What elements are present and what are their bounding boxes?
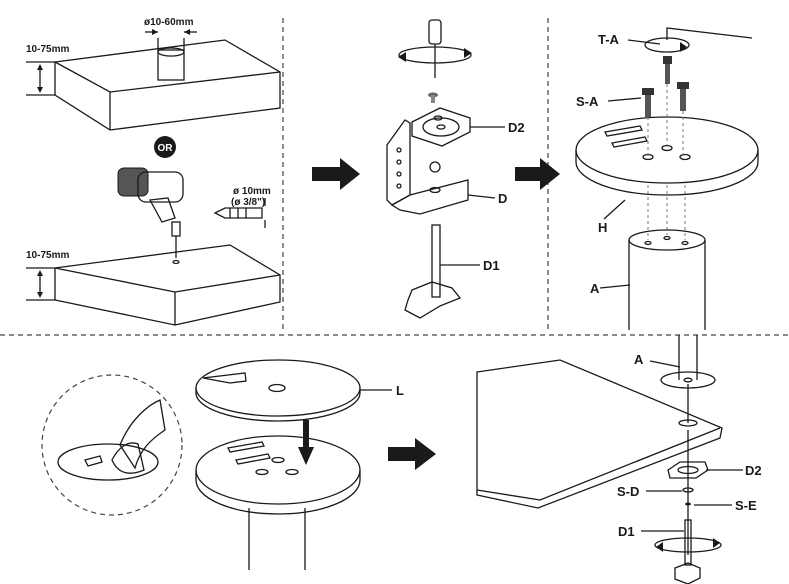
drill-bit-size-indicator: ø 10mm (ø 3/8") — [213, 186, 271, 228]
small-screw-icon — [428, 92, 438, 103]
desk-slab-drilled — [54, 244, 281, 326]
label-a-bottom: A — [634, 352, 644, 367]
screw-sa-right — [677, 82, 689, 111]
pole-a — [628, 229, 706, 330]
screw-guide-lines — [647, 84, 686, 240]
desk-top — [476, 359, 723, 509]
thickness-label-bottom: 10-75mm — [26, 250, 69, 261]
panel-table-mount: A D2 S-D S-E D1 — [476, 335, 762, 584]
or-text: OR — [158, 143, 174, 154]
disc-on-pole — [195, 435, 361, 570]
label-d1: D1 — [483, 258, 500, 273]
label-d2-bottom: D2 — [745, 463, 762, 478]
grommet-hole — [157, 49, 185, 81]
label-l: L — [396, 383, 404, 398]
disc-leader-lines — [599, 39, 661, 289]
threaded-rod-d1 — [404, 224, 462, 319]
label-d: D — [498, 191, 507, 206]
washer-sd — [682, 487, 694, 493]
screwdriver-icon — [398, 19, 472, 78]
label-se: S-E — [735, 498, 757, 513]
step-arrow-3 — [388, 438, 436, 470]
clamp-plate-d2 — [411, 107, 471, 147]
label-sd: S-D — [617, 484, 639, 499]
screw-sa-left — [642, 88, 654, 117]
adhesive-pad-l — [195, 359, 392, 422]
clamp-leader-lines — [440, 126, 505, 266]
drill-size-line1: ø 10mm — [233, 186, 271, 197]
washer-se — [685, 502, 691, 506]
panel-clamp-assembly: D2 D D1 — [386, 19, 525, 319]
label-h: H — [598, 220, 607, 235]
desk-slab-with-hole — [54, 39, 281, 131]
hole-diameter-dimension: ø10-60mm — [144, 17, 197, 50]
mount-leader-lines — [641, 360, 743, 532]
thickness-dimension-top: 10-75mm — [26, 44, 69, 96]
hole-diameter-label: ø10-60mm — [144, 17, 194, 28]
step-arrow-2 — [515, 158, 560, 190]
panel-pad-application: L — [41, 359, 404, 570]
label-sa: S-A — [576, 94, 599, 109]
thickness-label-top: 10-75mm — [26, 44, 69, 55]
step-arrow-1 — [312, 158, 360, 190]
pole-a-base — [660, 335, 716, 389]
label-ta: T-A — [598, 32, 620, 47]
label-a-top: A — [590, 281, 600, 296]
panel-disc-assembly: T-A S-A H A — [575, 27, 759, 330]
detail-peel-circle — [41, 374, 183, 516]
drill-size-line2: (ø 3/8") — [231, 197, 265, 208]
bolt-d1 — [654, 519, 722, 584]
down-arrow-icon — [298, 420, 314, 465]
label-d1-bottom: D1 — [618, 524, 635, 539]
panel-table-mounting-options: ø10-60mm 10-75mm OR ø 10mm (ø 3/8") — [26, 17, 281, 326]
or-badge: OR — [154, 136, 176, 158]
thickness-dimension-bottom: 10-75mm — [26, 250, 69, 301]
label-d2: D2 — [508, 120, 525, 135]
clamp-bracket-d — [386, 119, 469, 215]
allen-key-icon — [644, 27, 753, 84]
power-drill-icon — [117, 167, 184, 258]
